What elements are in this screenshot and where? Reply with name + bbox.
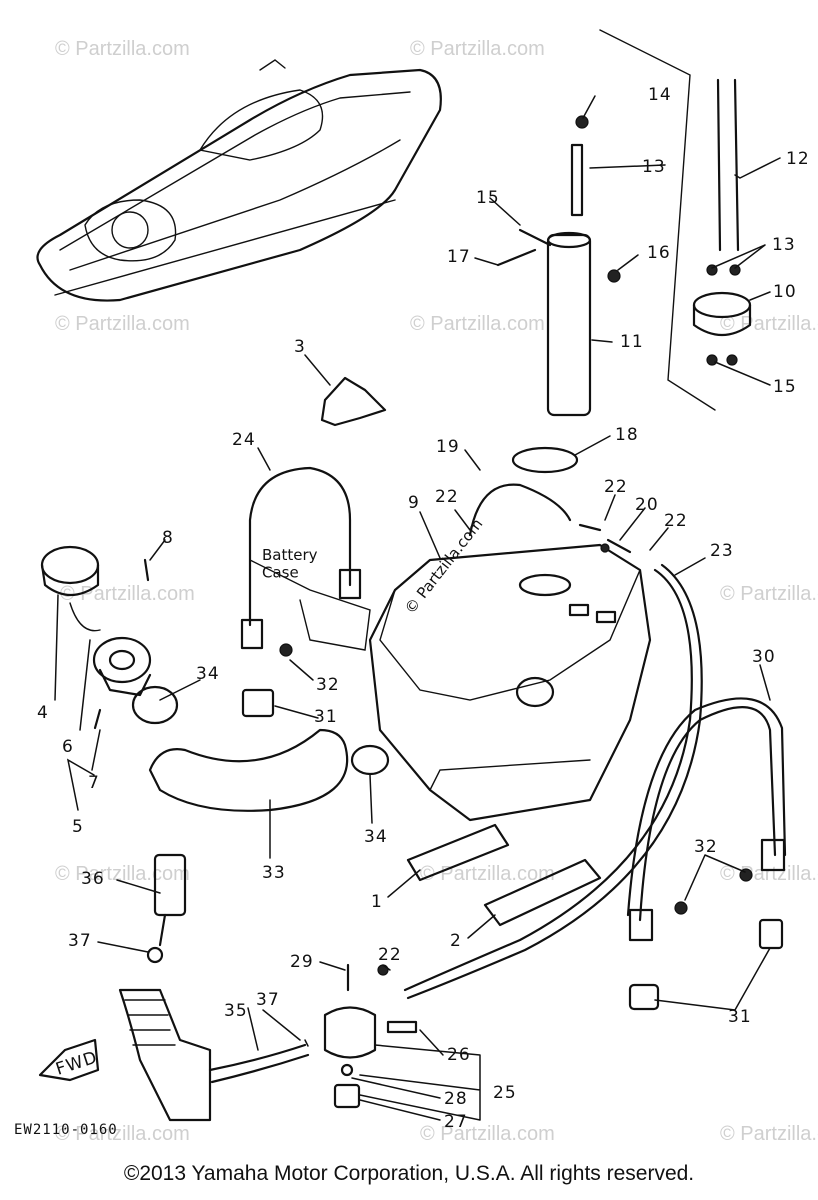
callout-26: 27	[444, 1112, 468, 1132]
watermark: © Partzilla.com	[55, 38, 190, 60]
callout-34b: 34	[364, 827, 388, 847]
lower-left-assembly: FWD	[38, 853, 310, 1122]
pad-2	[483, 858, 602, 927]
watermark: © Partzilla.com	[720, 583, 818, 605]
callout-21: 20	[635, 495, 659, 515]
bracket-part-3	[320, 376, 387, 427]
callout-13: 13	[642, 157, 666, 177]
callout-5: 5	[72, 817, 84, 837]
filler-cap-assembly	[40, 545, 179, 730]
fuel-tank	[368, 543, 652, 822]
watermark: © Partzilla.com	[410, 38, 545, 60]
callout-28: 29	[290, 952, 314, 972]
callout-9: 9	[408, 493, 420, 513]
watermark: © Partzilla.com	[420, 863, 555, 885]
callout-27: 28	[444, 1089, 468, 1109]
fuel-strainer	[323, 963, 418, 1109]
callout-33: 33	[262, 863, 286, 883]
hose-clamp-34	[350, 744, 390, 776]
callout-22d: 22	[378, 945, 402, 965]
callout-31b: 31	[728, 1007, 752, 1027]
callout-7: 7	[88, 773, 100, 793]
callout-4: 4	[37, 703, 49, 723]
callout-22c: 22	[664, 511, 688, 531]
callout-12: 12	[786, 149, 810, 169]
hose-routing	[403, 446, 703, 1000]
center-watermark: © Partzilla.com	[401, 515, 486, 617]
callout-17: 16	[647, 243, 671, 263]
callout-32b: 32	[694, 837, 718, 857]
watermark: © Partzilla.com	[55, 313, 190, 335]
callout-22a: 22	[435, 487, 459, 507]
callout-37b: 37	[256, 990, 280, 1010]
callout-30: 24	[232, 430, 256, 450]
copyright-footer: ©2013 Yamaha Motor Corporation, U.S.A. A…	[123, 1162, 695, 1185]
callout-32a: 32	[316, 675, 340, 695]
filler-pipe-assembly	[496, 29, 716, 417]
callout-3: 3	[294, 337, 306, 357]
fwd-arrow	[38, 1038, 100, 1082]
filler-hose	[148, 728, 349, 812]
callout-25: 26	[447, 1045, 471, 1065]
callout-34a: 34	[196, 664, 220, 684]
watermark: © Partzilla.com	[720, 863, 818, 885]
callout-36: 36	[81, 869, 105, 889]
callout-23: 23	[710, 541, 734, 561]
callout-6: 6	[62, 737, 74, 757]
callout-lines	[54, 95, 781, 1121]
callout-11: 11	[620, 332, 644, 352]
watermark: © Partzilla.com	[410, 313, 545, 335]
callout-15: 14	[648, 85, 672, 105]
watermark: © Partzilla.com	[55, 1123, 190, 1145]
callout-18: 17	[447, 247, 471, 267]
callout-19: 18	[615, 425, 639, 445]
callout-2: 2	[450, 931, 462, 951]
callout-24: 25	[493, 1083, 517, 1103]
callout-31a: 31	[314, 707, 338, 727]
battery-strap-29	[626, 697, 787, 1011]
callout-8: 8	[162, 528, 174, 548]
callout-22b: 22	[604, 477, 628, 497]
watermark: © Partzilla.com	[420, 1123, 555, 1145]
callout-1: 1	[371, 892, 383, 912]
callout-29: 30	[752, 647, 776, 667]
drawing-code: EW2110-0160	[14, 1122, 118, 1138]
callout-37a: 37	[68, 931, 92, 951]
callout-20: 19	[436, 437, 460, 457]
callout-15b: 15	[773, 377, 797, 397]
watermarks: © Partzilla.com © Partzilla.com © Partzi…	[55, 38, 818, 1145]
watermark: © Partzilla.com	[720, 1123, 818, 1145]
fwd-label: FWD	[53, 1048, 100, 1080]
callout-10: 10	[773, 282, 797, 302]
callout-16: 15	[476, 188, 500, 208]
watercraft-illustration	[36, 59, 442, 302]
callout-35: 35	[224, 1001, 248, 1021]
callout-14: 13	[772, 235, 796, 255]
callout-numbers: 14 13 12 15 16 17 13 10 11 15 3 18 19 24…	[37, 85, 810, 1132]
